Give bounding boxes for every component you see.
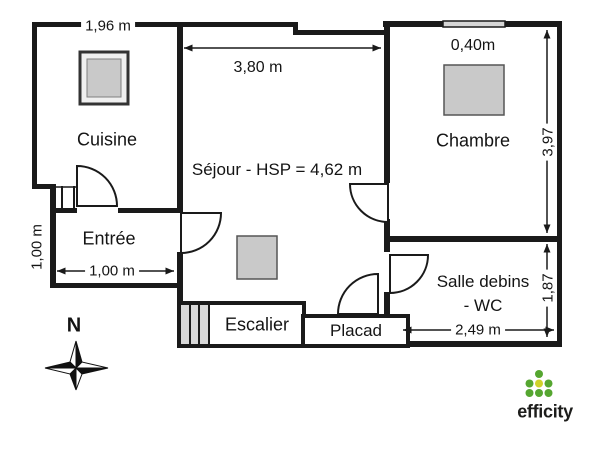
wall-top-step xyxy=(293,22,298,35)
dimension-label-bathroom-depth: 1,87 xyxy=(539,269,557,307)
sejour-fixture-icon xyxy=(236,235,278,280)
wall-top-chambre-right xyxy=(505,21,562,27)
wall-left-outer xyxy=(32,22,37,189)
walls xyxy=(32,21,562,347)
wall-chambre-left-upper xyxy=(384,21,390,183)
dimension-label-entree-depth: 1,00 m xyxy=(28,224,46,270)
room-label-escalier: Escalier xyxy=(224,314,290,335)
dimension-label-bathroom-width: 2,49 m xyxy=(451,321,505,339)
window-icon xyxy=(442,20,506,28)
wall-chambre-left-mid xyxy=(384,219,390,252)
door-arc-chambre-icon xyxy=(348,183,389,224)
wall-bathroom-bottom xyxy=(405,341,562,347)
door-arc-placard-icon xyxy=(336,272,379,315)
wall-cuisine-sejour-divider xyxy=(177,22,183,212)
wall-top-left xyxy=(32,22,298,27)
door-arc-entree-sejour-icon xyxy=(180,212,223,255)
efficity-logo-dots-icon xyxy=(525,370,553,397)
wall-bathroom-left-lower xyxy=(384,292,390,318)
wall-chambre-bathroom-divider xyxy=(384,236,562,242)
doors xyxy=(76,164,430,315)
wall-top-sejour xyxy=(293,30,388,35)
fixtures xyxy=(78,50,505,280)
wall-entree-top-right xyxy=(118,208,183,213)
wall-entree-left xyxy=(50,184,56,288)
compass-north-label: N xyxy=(66,314,82,337)
wall-entree-bottom xyxy=(50,283,183,288)
wall-sejour-left-lower xyxy=(177,252,183,306)
wall-cuisine-bottom-stub xyxy=(32,184,56,189)
chambre-fixture-icon xyxy=(443,64,505,116)
placard-box xyxy=(301,314,410,348)
room-label-bathroom-line2: - WC xyxy=(463,296,503,315)
door-arc-bathroom-icon xyxy=(389,254,430,295)
room-label-chambre: Chambre xyxy=(435,130,511,151)
room-label-bathroom: Salle debins - WC xyxy=(437,270,530,318)
room-label-placard: Placad xyxy=(330,321,382,341)
door-arc-cuisine-icon xyxy=(76,164,119,207)
wall-entree-top-left xyxy=(50,208,77,213)
wall-right-outer xyxy=(557,21,562,347)
dimension-label-entree-width: 1,00 m xyxy=(85,262,139,280)
dimension-label-chambre-depth: 3,97 xyxy=(539,123,557,161)
compass-rose-icon xyxy=(44,340,109,391)
dimension-label-chambre-fixture: 0,40m xyxy=(450,36,496,54)
efficity-logo-text: efficity xyxy=(517,401,573,422)
cuisine-fixture-inner xyxy=(86,58,122,98)
dimension-label-sejour-width: 3,80 m xyxy=(233,58,283,76)
wall-top-chambre-left xyxy=(383,21,443,27)
room-label-sejour: Séjour - HSP = 4,62 m xyxy=(191,160,363,180)
room-label-cuisine: Cuisine xyxy=(76,129,138,150)
room-label-entree: Entrée xyxy=(82,228,136,249)
dimension-label-cuisine-width: 1,96 m xyxy=(81,17,135,35)
room-label-bathroom-line1: Salle debins xyxy=(436,272,530,291)
duct-lines xyxy=(56,186,76,208)
stairs-hatch-icon xyxy=(181,305,210,344)
